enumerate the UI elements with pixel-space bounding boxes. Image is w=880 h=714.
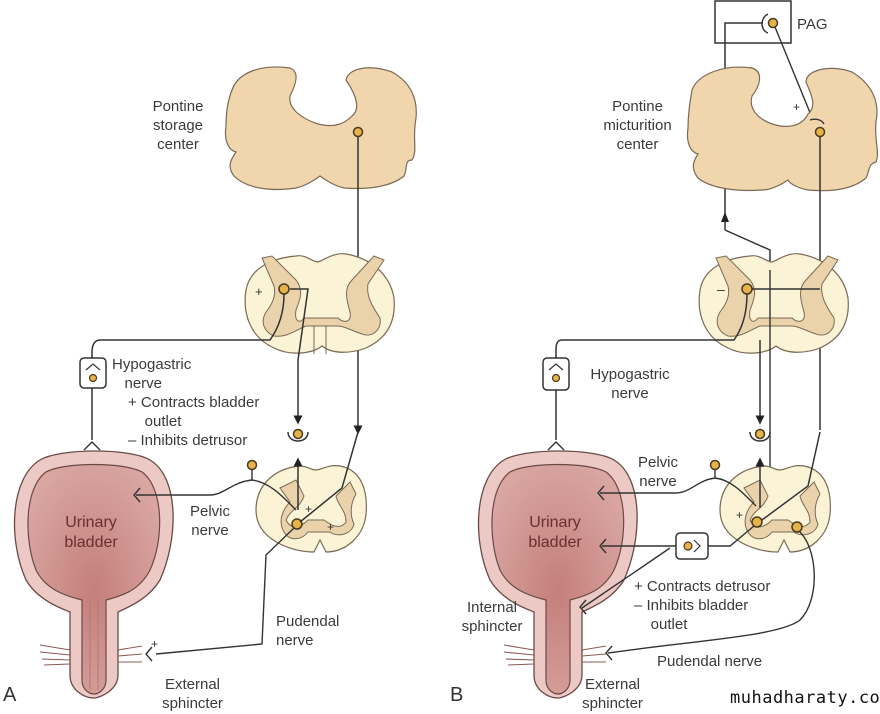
external-sphincter-b (503, 644, 607, 666)
pontine-storage-center-label: Pontine storage center (152, 98, 204, 153)
neuron-pelvic-afferent-b (709, 459, 721, 471)
spinal-cord-thoracolumbar-b (698, 253, 849, 354)
spinal-cord-thoracolumbar-a (244, 253, 395, 354)
urinary-bladder-b (477, 450, 638, 699)
hypogastric-ganglion (79, 357, 107, 389)
pons-micturition-center (686, 66, 879, 192)
pag-label: PAG (797, 16, 828, 33)
hypogastric-nerve-label-b: Hypogastric nerve (590, 366, 670, 402)
urinary-bladder-a (13, 450, 174, 699)
spinal-cord-sacral-b (719, 464, 831, 553)
pons-storage-center (224, 66, 417, 191)
sign-plus: + (151, 637, 158, 651)
sign-plus: + (736, 508, 743, 522)
pelvic-nerve-label-b: Pelvic nerve (637, 454, 678, 490)
panel-a: + + + (13, 66, 417, 699)
external-sphincter-label-b: External sphincter (582, 676, 643, 712)
pudendal-nerve-label-a: Pudendal nerve (276, 613, 340, 649)
urinary-bladder-label-a: Urinary bladder (64, 514, 118, 551)
sign-plus: + (793, 100, 800, 114)
pelvic-effects-label: + Contracts detrusor – Inhibits bladder … (634, 578, 771, 633)
panel-letter-b: B (450, 684, 464, 706)
sign-plus: + (327, 520, 334, 534)
neuron-pontine-storage (352, 126, 364, 138)
hypogastric-nerve-label-a: Hypogastric nerve (112, 356, 192, 392)
pudendal-nerve-label-b: Pudendal nerve (657, 653, 763, 670)
watermark: muhadharaty.com (730, 688, 880, 708)
panel-letter-a: A (3, 684, 17, 706)
neuron-pontine-micturition (814, 126, 826, 138)
neuron-sacral-parasympathetic-b (751, 516, 763, 528)
sign-plus: + (255, 284, 263, 299)
external-sphincter-a (39, 644, 143, 666)
neuron-sympathetic-a (278, 283, 290, 295)
neuron-pag (767, 17, 779, 29)
neuron-sacral-pudendal-b (791, 521, 803, 533)
hypogastric-effects-label: + Contracts bladder outlet – Inhibits de… (128, 394, 260, 449)
neuron-sympathetic-b (741, 283, 753, 295)
urinary-bladder-label-b: Urinary bladder (528, 514, 582, 551)
sign-minus: – (717, 281, 725, 297)
internal-sphincter-label: Internal sphincter (461, 599, 523, 635)
pelvic-nerve-label-a: Pelvic nerve (189, 503, 230, 539)
neuron-sacral-a (291, 518, 303, 530)
neuron-pelvic-afferent-a (246, 459, 258, 471)
external-sphincter-label-a: External sphincter (162, 676, 223, 712)
pontine-micturition-center-label: Pontine micturition center (603, 98, 672, 153)
panel-b: + – (477, 0, 879, 699)
sign-plus: + (305, 502, 312, 516)
